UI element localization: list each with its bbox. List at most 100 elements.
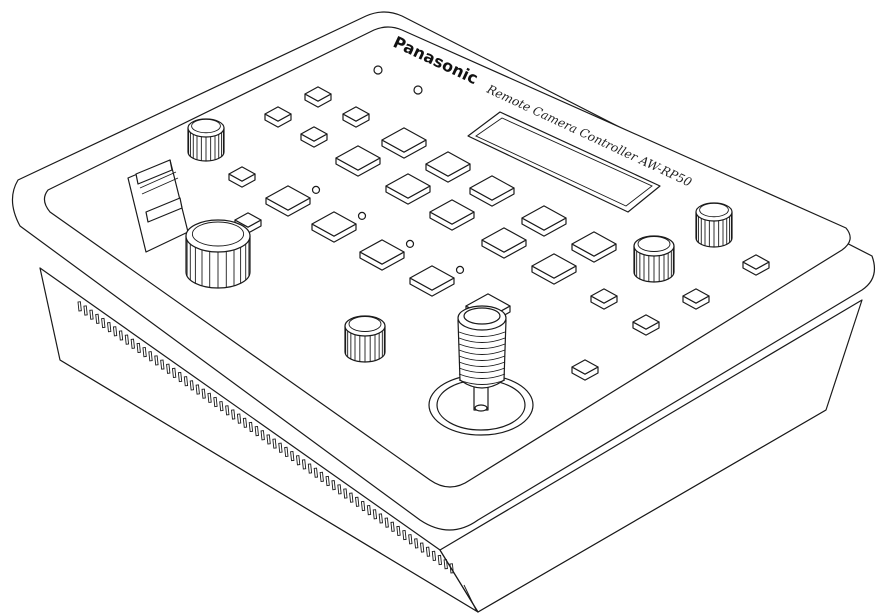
vent-slot bbox=[307, 463, 313, 474]
grip-ring bbox=[458, 337, 506, 343]
vent-slot bbox=[101, 317, 106, 329]
vent-slot bbox=[112, 326, 118, 337]
grip-ring bbox=[458, 361, 506, 367]
small-button[interactable] bbox=[632, 314, 660, 336]
vent-slot bbox=[219, 401, 224, 412]
vent-slot bbox=[77, 301, 82, 312]
small-button[interactable] bbox=[300, 126, 328, 148]
vent-slot bbox=[189, 380, 195, 391]
large-button[interactable] bbox=[359, 239, 415, 271]
vent-slot bbox=[254, 426, 259, 437]
vent-slot bbox=[449, 563, 454, 574]
small-button[interactable] bbox=[228, 166, 256, 188]
large-button[interactable] bbox=[429, 199, 475, 231]
large-button[interactable] bbox=[531, 253, 577, 285]
vent-slot bbox=[419, 542, 425, 553]
vent-slot bbox=[195, 384, 200, 395]
button-led bbox=[455, 265, 465, 274]
large-button[interactable] bbox=[381, 127, 427, 159]
vent-slot bbox=[290, 450, 295, 462]
vent-slot bbox=[154, 355, 159, 366]
vent-slot bbox=[225, 405, 230, 416]
vent-slot bbox=[171, 367, 177, 378]
large-button[interactable] bbox=[311, 211, 367, 243]
vent-slot bbox=[408, 534, 413, 545]
knob[interactable] bbox=[344, 315, 386, 363]
vent-slot bbox=[343, 488, 348, 499]
button-led bbox=[357, 211, 367, 220]
vent-slot bbox=[325, 475, 330, 487]
tbar-slider[interactable] bbox=[127, 159, 189, 253]
vent-slot bbox=[166, 363, 171, 374]
large-button[interactable] bbox=[335, 145, 381, 177]
vent-slot bbox=[319, 471, 324, 482]
vent-slots bbox=[77, 301, 454, 574]
grip-ring bbox=[458, 355, 506, 361]
small-button[interactable] bbox=[264, 106, 292, 128]
vent-slot bbox=[272, 438, 277, 449]
small-button[interactable] bbox=[342, 106, 370, 128]
vent-slot bbox=[231, 409, 236, 420]
vent-slot bbox=[402, 529, 407, 541]
vent-slot bbox=[360, 500, 366, 512]
vent-slot bbox=[89, 309, 94, 320]
vent-slot bbox=[284, 446, 289, 458]
small-button[interactable] bbox=[571, 359, 599, 381]
joystick[interactable] bbox=[428, 305, 534, 436]
vent-slot bbox=[183, 376, 189, 387]
large-button[interactable] bbox=[571, 231, 617, 263]
vent-slot bbox=[142, 347, 147, 358]
vent-slot bbox=[378, 513, 383, 524]
vent-slot bbox=[443, 559, 448, 570]
vent-slot bbox=[313, 467, 319, 478]
vent-slot bbox=[160, 359, 165, 370]
large-knob[interactable] bbox=[185, 219, 251, 289]
small-button[interactable] bbox=[742, 254, 770, 276]
knob[interactable] bbox=[695, 202, 733, 248]
vent-slot bbox=[248, 421, 254, 433]
large-button[interactable] bbox=[425, 151, 471, 183]
vent-slot bbox=[414, 538, 419, 549]
vent-slot bbox=[201, 388, 206, 399]
vent-slot bbox=[384, 517, 389, 528]
grip-ring bbox=[458, 343, 506, 349]
small-button[interactable] bbox=[682, 288, 710, 310]
vent-slot bbox=[266, 434, 271, 445]
vent-slot bbox=[260, 430, 265, 441]
knob[interactable] bbox=[187, 118, 225, 162]
vent-slot bbox=[295, 455, 301, 466]
small-button[interactable] bbox=[304, 86, 332, 108]
grip-ring bbox=[458, 379, 506, 385]
button-led bbox=[311, 185, 321, 194]
vent-slot bbox=[331, 480, 336, 491]
vent-slot bbox=[124, 334, 130, 345]
vent-slot bbox=[213, 396, 218, 408]
vent-slot bbox=[437, 554, 443, 566]
knob[interactable] bbox=[633, 235, 675, 283]
vent-slot bbox=[236, 413, 242, 424]
large-button[interactable] bbox=[265, 185, 321, 217]
vent-slot bbox=[95, 313, 100, 324]
vent-slot bbox=[242, 417, 248, 428]
large-button[interactable] bbox=[481, 227, 527, 259]
vent-slot bbox=[130, 338, 135, 349]
large-button[interactable] bbox=[385, 173, 431, 205]
indicator-led bbox=[413, 85, 423, 95]
grip-ring bbox=[458, 349, 506, 355]
large-button[interactable] bbox=[409, 265, 465, 297]
vent-slot bbox=[301, 459, 307, 470]
lcd-display bbox=[467, 111, 661, 213]
vent-slot bbox=[207, 392, 212, 403]
vent-slot bbox=[355, 496, 360, 507]
vent-slot bbox=[372, 509, 378, 520]
large-button[interactable] bbox=[521, 205, 567, 237]
small-button[interactable] bbox=[590, 288, 618, 310]
vent-slot bbox=[366, 505, 372, 516]
inner-plate bbox=[43, 26, 851, 488]
grip-ring bbox=[458, 367, 506, 373]
vent-slot bbox=[148, 351, 153, 362]
large-button[interactable] bbox=[469, 175, 515, 207]
vent-slot bbox=[107, 322, 112, 333]
button-led bbox=[405, 239, 415, 248]
